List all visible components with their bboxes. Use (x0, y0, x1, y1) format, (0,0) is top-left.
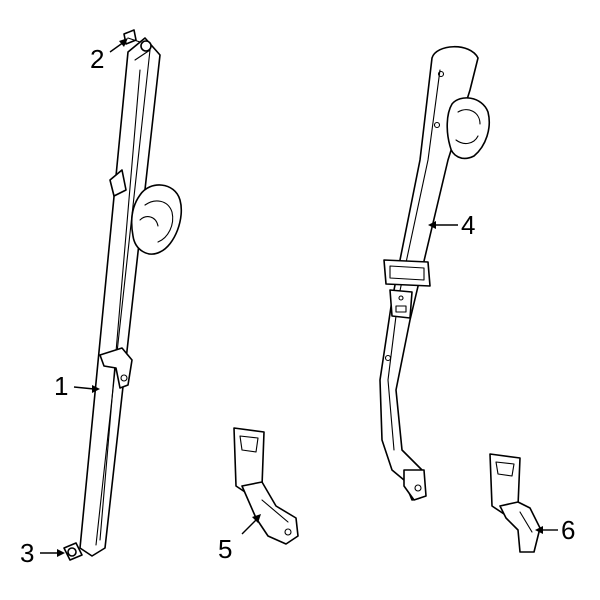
part-2-bolt (123, 29, 141, 45)
part-5-buckle (233, 427, 299, 545)
callout-2: 2 (90, 44, 105, 74)
leader-arrows (40, 38, 558, 557)
callout-1: 1 (54, 371, 69, 401)
part-6-buckle (489, 453, 541, 553)
part-4-seat-belt-assembly (379, 46, 490, 501)
callout-4: 4 (461, 210, 476, 240)
callout-3: 3 (20, 538, 35, 568)
callout-6: 6 (561, 515, 576, 545)
part-1-seat-belt-strap (63, 37, 183, 561)
callout-5: 5 (218, 534, 233, 564)
